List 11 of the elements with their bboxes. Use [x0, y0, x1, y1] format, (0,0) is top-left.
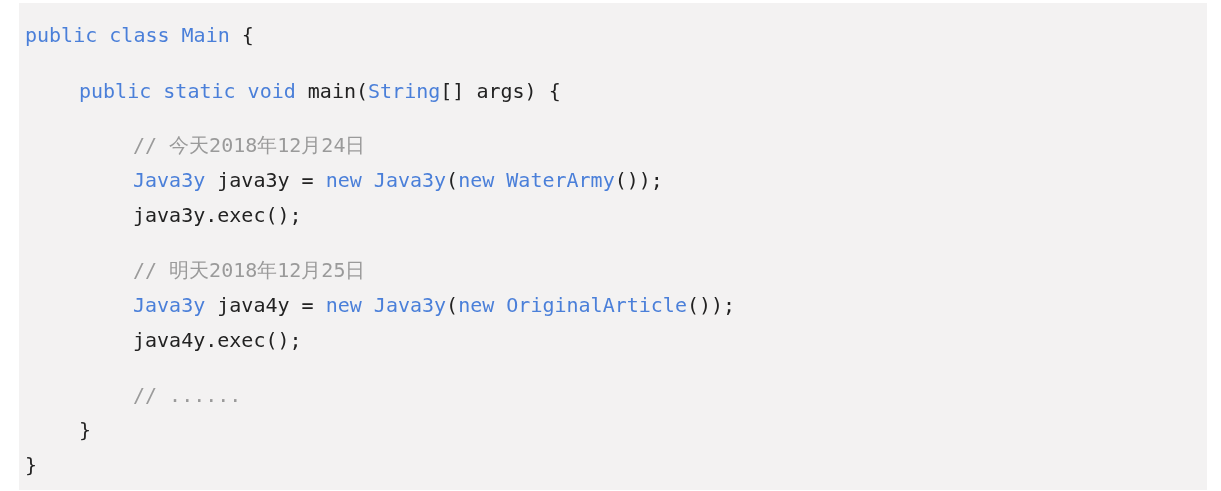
code-line: Java3y java4y = new Java3y(new OriginalArticle());: [133, 292, 736, 318]
code-line: java4y.exec();: [133, 327, 302, 353]
code-line: public class Main {: [25, 22, 254, 48]
code-comment: // ......: [133, 382, 242, 408]
code-comment: // 明天2018年12月25日: [133, 257, 366, 283]
code-line: public static void main(String[] args) {: [79, 78, 561, 104]
code-line: java3y.exec();: [133, 202, 302, 228]
code-line: }: [25, 452, 38, 478]
code-line: }: [79, 417, 92, 443]
code-line: Java3y java3y = new Java3y(new WaterArmy());: [133, 167, 663, 193]
code-comment: // 今天2018年12月24日: [133, 132, 366, 158]
